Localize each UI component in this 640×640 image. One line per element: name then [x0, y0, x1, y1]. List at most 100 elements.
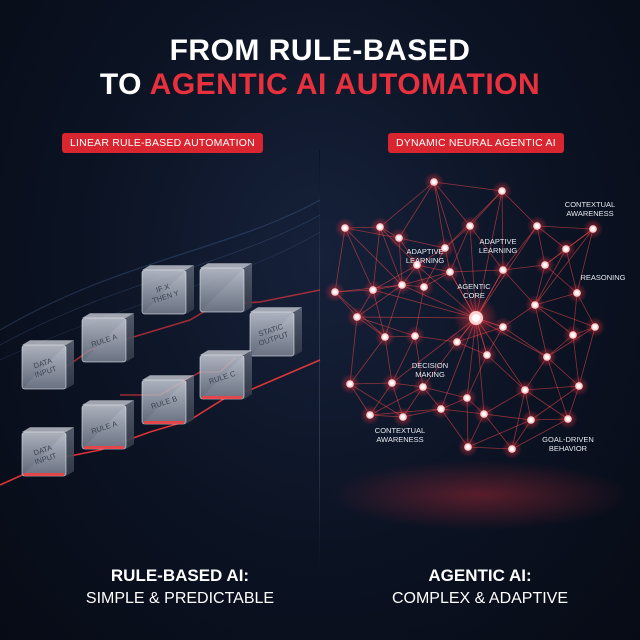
- network-edge: [344, 227, 403, 286]
- network-node: [375, 327, 395, 347]
- network-node: [393, 407, 413, 427]
- network-node: [447, 332, 467, 352]
- network-edge: [433, 181, 477, 319]
- network-node: [431, 399, 451, 419]
- rule-block-1: RULE A: [81, 313, 134, 363]
- network-edge: [546, 356, 569, 420]
- network-node: [525, 295, 545, 315]
- left-caption-sub: SIMPLE & PREDICTABLE: [85, 590, 275, 607]
- network-edge: [349, 316, 358, 385]
- network-node: [502, 439, 522, 459]
- network-node: [389, 228, 409, 248]
- network-node: [492, 181, 512, 201]
- network-node: [407, 255, 427, 275]
- rule-block-2: IF XTHEN Y: [141, 265, 194, 315]
- network-node: [535, 255, 555, 275]
- right-caption: AGENTIC AI: COMPLEX & ADAPTIVE: [320, 566, 640, 608]
- network-node: [413, 377, 433, 397]
- title-prefix: TO: [99, 68, 150, 101]
- label-reasoning: REASONING: [580, 273, 625, 282]
- network-node: [440, 262, 460, 282]
- network-node: [515, 380, 535, 400]
- network-node: [493, 260, 513, 280]
- network-node: [558, 409, 578, 429]
- network-node: [370, 217, 390, 237]
- network-edge: [344, 227, 374, 291]
- network-node: [405, 326, 425, 346]
- network-edge: [372, 226, 381, 291]
- network-node: [527, 216, 547, 236]
- rule-block-5: RULE C: [199, 350, 252, 400]
- network-node: [382, 373, 402, 393]
- title-line-1: FROM RULE-BASED: [169, 34, 471, 67]
- network-node: [435, 238, 455, 258]
- network-edge: [511, 389, 526, 450]
- left-caption-heading: RULE-BASED AI:: [110, 566, 250, 585]
- network-node: [477, 345, 497, 365]
- network-node: [340, 374, 360, 394]
- network-node: [585, 317, 605, 337]
- network-edge: [534, 304, 596, 328]
- rule-block-4: STATICOUTPUT: [249, 307, 302, 357]
- network-edge: [379, 181, 435, 228]
- network-node: [363, 280, 383, 300]
- network-edge: [511, 418, 569, 450]
- network-node: [474, 404, 494, 424]
- network-edge: [433, 181, 446, 249]
- network-edge: [578, 326, 596, 387]
- network-edge: [534, 248, 567, 306]
- left-panel-label: LINEAR RULE-BASED AUTOMATION: [62, 133, 263, 153]
- rule-block-6: RULE B: [141, 375, 194, 425]
- right-caption-sub: COMPLEX & ADAPTIVE: [391, 590, 569, 607]
- network-node: [392, 275, 412, 295]
- network-edge: [576, 228, 594, 294]
- network-nodes: [325, 172, 605, 459]
- rule-block-8: DATAINPUT: [21, 427, 74, 477]
- network-node: [493, 317, 513, 337]
- right-caption-heading: AGENTIC AI:: [428, 566, 532, 585]
- title-accent: AGENTIC AI AUTOMATION: [149, 68, 541, 101]
- network-node: [563, 325, 583, 345]
- network-node: [556, 239, 576, 259]
- network-node: [335, 218, 355, 238]
- rule-block-0: DATAINPUT: [21, 340, 74, 390]
- network-edge: [356, 316, 416, 337]
- network-edge: [398, 181, 435, 239]
- rule-block-7: RULE A: [81, 400, 134, 450]
- network-node: [325, 282, 345, 302]
- network-node: [360, 405, 380, 425]
- network-node: [583, 219, 603, 239]
- agentic-core-node: [454, 296, 498, 340]
- network-node: [521, 410, 541, 430]
- network-node: [414, 277, 434, 297]
- right-panel-label: DYNAMIC NEURAL AGENTIC AI: [388, 133, 564, 153]
- network-node: [537, 347, 557, 367]
- network-edge: [433, 181, 503, 192]
- network-node: [460, 216, 480, 236]
- network-edge: [534, 228, 594, 306]
- network-node: [347, 307, 367, 327]
- network-edge: [501, 190, 504, 271]
- network-node: [458, 437, 478, 457]
- network-node: [567, 283, 587, 303]
- network-node: [569, 376, 589, 396]
- network-edge: [349, 383, 404, 418]
- network-node: [424, 172, 444, 192]
- network-edge: [334, 227, 346, 293]
- rule-block-3: [199, 263, 252, 313]
- title-line-2: TO AGENTIC AI AUTOMATION: [0, 68, 640, 102]
- network-floor-glow: [330, 460, 630, 530]
- network-edge: [467, 419, 532, 448]
- left-caption: RULE-BASED AI: SIMPLE & PREDICTABLE: [20, 566, 340, 608]
- network-node: [457, 388, 477, 408]
